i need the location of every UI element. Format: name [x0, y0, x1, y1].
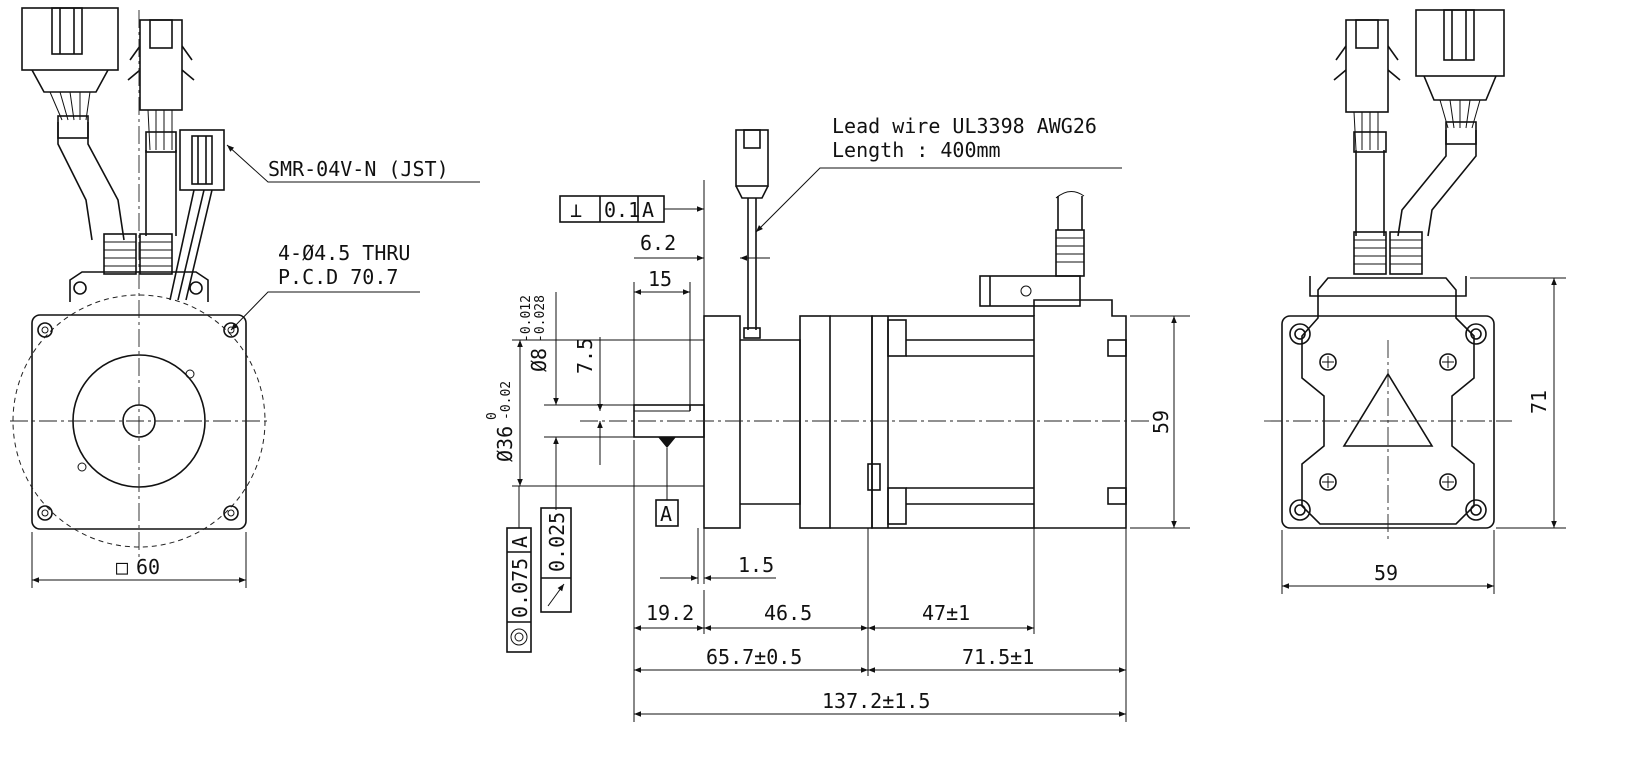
rear-triangle: [1342, 372, 1434, 447]
side-front-cap: [799, 315, 831, 529]
perp-value: 0.1: [604, 198, 640, 222]
front-square-symbol: □: [116, 555, 128, 579]
rear-cables: [1333, 9, 1505, 275]
dim-7-5: 7.5: [573, 338, 597, 374]
rear-view: 71 59: [1264, 9, 1566, 594]
lead-wire-line1: Lead wire UL3398 AWG26: [832, 114, 1097, 138]
rear-height-dim: 71: [1527, 390, 1551, 414]
rear-width-dim: 59: [1374, 561, 1398, 585]
dim-47: 47±1: [922, 601, 970, 625]
side-flange: [703, 315, 741, 529]
shaft-tol-upper: -0.012: [519, 295, 534, 342]
hole-note-line1: 4-Ø4.5 THRU: [278, 241, 410, 265]
hole-note-line2: P.C.D 70.7: [278, 265, 398, 289]
lead-wire-line2: Length : 400mm: [832, 138, 1001, 162]
dim-46-5: 46.5: [764, 601, 812, 625]
concentricity-frame: 0.075 A: [506, 486, 532, 653]
datum-flag-label: A: [660, 502, 672, 526]
rear-mount-holes: [1289, 323, 1487, 521]
front-view: SMR-04V-N (JST) 4-Ø4.5 THRU P.C.D 70.7 □…: [10, 7, 480, 588]
shaft-dia: Ø8: [527, 348, 551, 372]
perpendicularity-frame: ⊥ 0.1 A: [559, 195, 704, 223]
side-encoder: [979, 191, 1127, 529]
perp-symbol: ⊥: [570, 198, 582, 222]
side-motor-body: [867, 315, 1035, 529]
side-view: Lead wire UL3398 AWG26 Length : 400mm: [485, 114, 1190, 722]
side-height-dim: 59: [1149, 410, 1173, 434]
dim-65-7: 65.7±0.5: [706, 645, 802, 669]
pilot-tol-lower: -0.02: [499, 381, 514, 420]
runout-frame: 0.025: [540, 507, 572, 613]
pilot-tol-upper: 0: [485, 412, 500, 420]
perp-datum: A: [642, 198, 654, 222]
side-lead-connector: [735, 129, 769, 339]
shaft-tol-lower: -0.028: [533, 295, 548, 342]
runout-value: 0.025: [545, 512, 569, 572]
front-cables: [21, 7, 225, 301]
connector-label: SMR-04V-N (JST): [268, 157, 449, 181]
dim-19-2: 19.2: [646, 601, 694, 625]
pilot-dia: Ø36: [493, 426, 517, 462]
dim-137-2: 137.2±1.5: [822, 689, 930, 713]
front-square-dim: 60: [136, 555, 160, 579]
rear-screws: [1319, 353, 1457, 491]
front-mount-holes: [37, 322, 239, 521]
conc-datum: A: [508, 536, 532, 548]
dim-71-5: 71.5±1: [962, 645, 1034, 669]
dim-15: 15: [648, 267, 672, 291]
dim-6-2: 6.2: [640, 231, 676, 255]
conc-value: 0.075: [508, 558, 532, 618]
datum-flag: A: [655, 437, 679, 527]
dim-1-5: 1.5: [738, 553, 774, 577]
front-cable-glands: [103, 233, 173, 275]
